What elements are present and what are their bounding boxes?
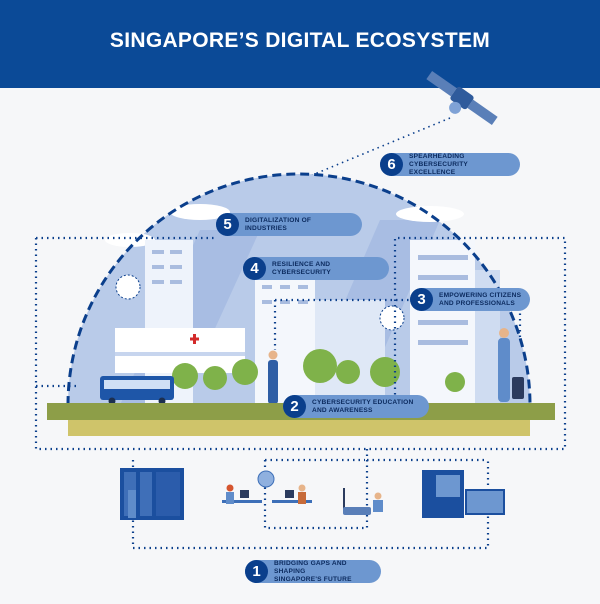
satellite-icon: [426, 70, 498, 126]
pillar-text-line: CYBERSECURITY EDUCATION: [312, 398, 414, 406]
traveler-with-luggage: [498, 328, 524, 402]
trees: [172, 349, 465, 392]
pillar-text-line: BRIDGING GAPS AND SHAPING: [274, 559, 347, 575]
pillar-text-line: RESILIENCE AND CYBERSECURITY: [272, 260, 332, 276]
pillar-text-line: DIGITALIZATION OF INDUSTRIES: [245, 216, 312, 232]
pillar-text-line: EMPOWERING CITIZENS: [439, 291, 522, 299]
pillar-text-line: AND AWARENESS: [312, 406, 373, 414]
pillar-text-line: SINGAPORE'S FUTURE: [274, 575, 352, 583]
server-rack-icon: [120, 468, 184, 520]
page-title: SINGAPORE’S DIGITAL ECOSYSTEM: [109, 29, 491, 52]
pillar-number: 5: [216, 213, 239, 236]
remote-worker-badge: [115, 274, 141, 300]
pillar-number: 6: [380, 153, 403, 176]
pillar-text-line: AND PROFESSIONALS: [439, 299, 515, 307]
pillar-4-label: 4 RESILIENCE AND CYBERSECURITY: [243, 257, 389, 280]
pillar-number: 2: [283, 395, 306, 418]
pillar-number: 3: [410, 288, 433, 311]
person-standing: [268, 350, 278, 404]
header-banner: SINGAPORE’S DIGITAL ECOSYSTEM: [0, 0, 600, 88]
pillar-number: 1: [245, 560, 268, 583]
office-workers-icon: [222, 470, 312, 504]
router-with-person-icon: [343, 488, 383, 515]
ground-base: [68, 420, 530, 436]
relaxing-person-badge: [379, 305, 405, 331]
data-center-map-icon: [422, 470, 505, 518]
pillar-number: 4: [243, 257, 266, 280]
bus-icon: [100, 376, 174, 405]
pillar-text-line: SPEARHEADING: [409, 152, 465, 160]
pillar-5-label: 5 DIGITALIZATION OF INDUSTRIES: [216, 213, 362, 236]
pillar-text-line: CYBERSECURITY EXCELLENCE: [409, 160, 468, 176]
